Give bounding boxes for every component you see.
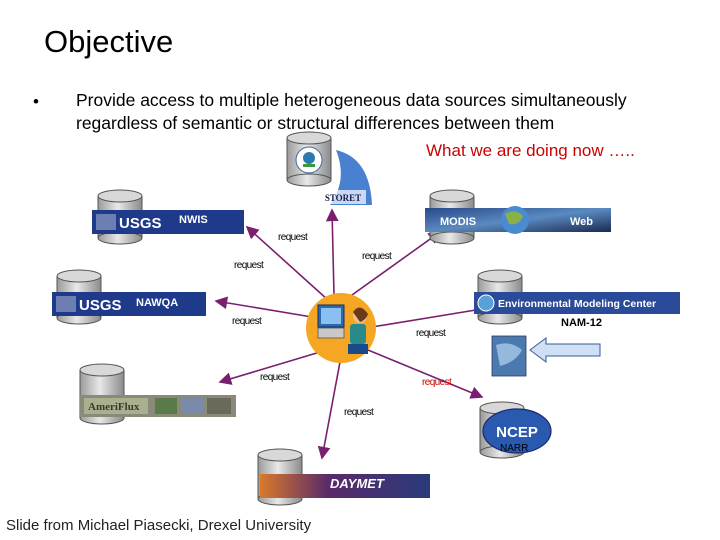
arrow-daymet: [317, 361, 341, 460]
db-cylinder-storet: [286, 131, 332, 187]
ameriflux-banner: AmeriFlux: [80, 395, 236, 417]
svg-text:USGS: USGS: [119, 215, 162, 232]
svg-text:USGS: USGS: [79, 297, 122, 314]
slide-credit: Slide from Michael Piasecki, Drexel Univ…: [6, 517, 312, 534]
bullet-text: Provide access to multiple heterogeneous…: [76, 90, 627, 133]
arrow-ncep: [367, 349, 484, 399]
request-label-2: request: [362, 251, 392, 262]
request-label-7: request: [422, 377, 452, 388]
request-label-3: request: [234, 260, 264, 271]
label-nam12: NAM-12: [561, 317, 602, 329]
arrow-storet: [325, 208, 339, 296]
svg-text:MODIS: MODIS: [440, 216, 476, 228]
svg-text:Environmental Modeling Center: Environmental Modeling Center: [498, 298, 656, 310]
block-arrow-icon: [529, 337, 601, 363]
arrow-nwis: [245, 225, 329, 301]
svg-text:Web: Web: [570, 216, 593, 228]
svg-text:AmeriFlux: AmeriFlux: [88, 401, 140, 413]
bullet-marker: •: [33, 92, 39, 111]
arrow-ameriflux: [218, 351, 321, 385]
request-arrows: [214, 208, 490, 460]
label-nwis: NWIS: [179, 214, 208, 226]
database-cylinders: [56, 131, 525, 506]
label-narr: NARR: [500, 443, 529, 454]
request-label-6: request: [260, 372, 290, 383]
request-label-5: request: [416, 328, 446, 339]
svg-text:NCEP: NCEP: [496, 424, 538, 441]
nam12-map-image: [491, 335, 527, 377]
ncep-logo: NCEP: [482, 408, 552, 454]
user-computer-icon: [306, 293, 376, 363]
status-note: What we are doing now …..: [426, 141, 635, 160]
request-label-4: request: [232, 316, 262, 327]
request-label-1: request: [278, 232, 308, 243]
epa-logo: [295, 146, 323, 174]
request-label-8: request: [344, 407, 374, 418]
arrow-modis: [344, 231, 442, 301]
arrow-emc: [371, 303, 490, 328]
emc-banner: Environmental Modeling Center: [474, 292, 680, 314]
svg-text:DAYMET: DAYMET: [330, 476, 385, 491]
slide-title: Objective: [44, 24, 174, 59]
daymet-banner: DAYMET: [260, 474, 430, 498]
usgs-banner-nawqa: USGS: [52, 292, 206, 316]
modis-web-banner: MODIS Web: [425, 206, 611, 234]
label-nawqa: NAWQA: [136, 297, 179, 309]
usgs-banner-nwis: USGS: [92, 210, 244, 234]
svg-text:STORET: STORET: [325, 193, 361, 203]
storet-logo: STORET: [320, 150, 372, 205]
arrow-nawqa: [214, 296, 319, 319]
